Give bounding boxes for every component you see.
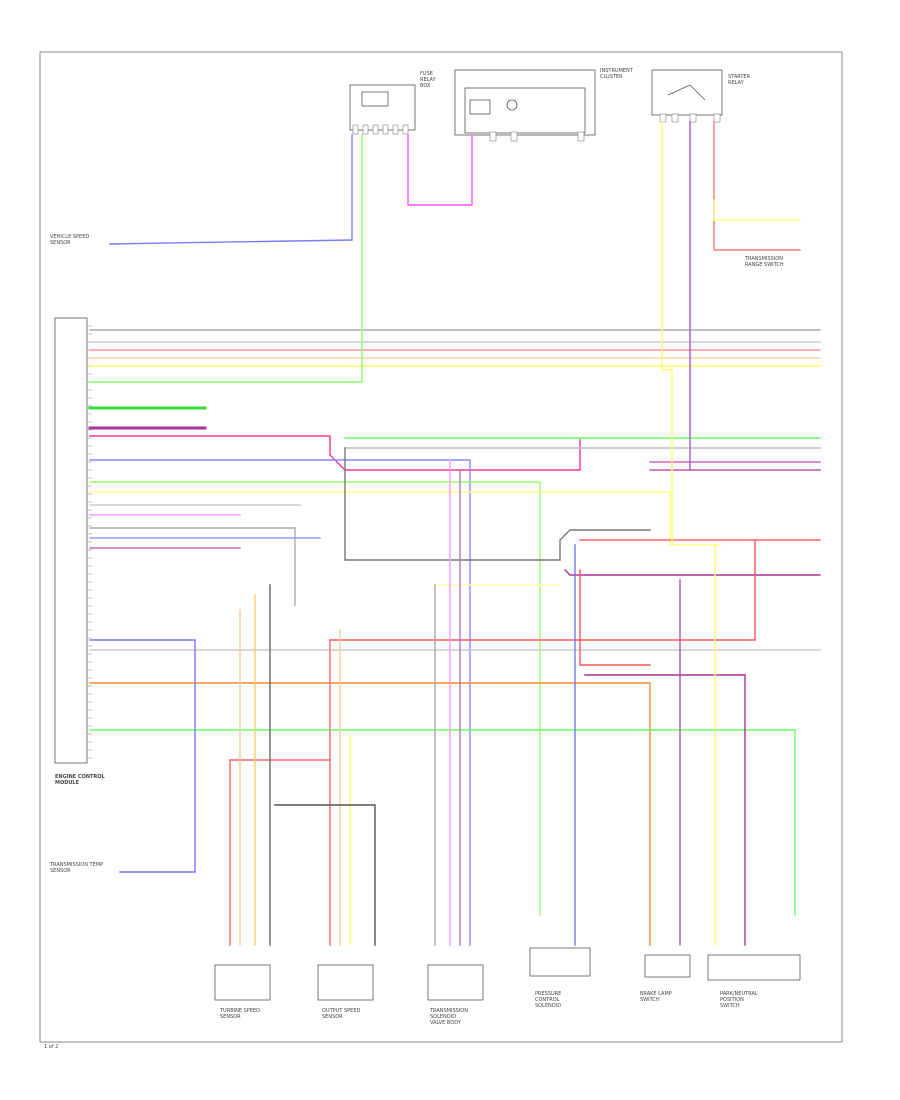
starter-relay-block: STARTER RELAY	[651, 69, 752, 123]
wire-s1-red	[229, 639, 331, 761]
bottom-label-6: PARK/NEUTRAL POSITION SWITCH	[720, 991, 759, 1009]
wire-speed-sensor	[109, 134, 353, 245]
bottom-label-5: BRAKE LAMP SWITCH	[640, 991, 673, 1003]
solenoid-body-box	[427, 964, 484, 1001]
wire-green-2	[89, 481, 541, 916]
wire-relay-yellow2	[713, 199, 801, 221]
wire-green-top	[89, 134, 363, 383]
pnp-switch-box	[707, 954, 801, 981]
bottom-label-2: OUTPUT SPEED SENSOR	[322, 1008, 362, 1020]
turbine-speed-sensor-box	[214, 964, 271, 1001]
ecm-caption: ENGINE CONTROL MODULE	[55, 774, 106, 786]
wire-darkgray	[344, 447, 651, 561]
wire-green-low	[89, 729, 796, 916]
bottom-components: TURBINE SPEED SENSOR OUTPUT SPEED SENSOR…	[214, 947, 801, 1026]
bottom-label-4: PRESSURE CONTROL SOLENOID	[535, 991, 563, 1009]
wire-red-long	[329, 539, 756, 641]
wire-pink	[89, 435, 581, 471]
page-code: 1 of 2	[44, 1044, 58, 1050]
wire-relay-yellow	[661, 121, 673, 546]
bottom-label-1: TURBINE SPEED SENSOR	[219, 1008, 262, 1020]
bottom-label-3: TRANSMISSION SOLENOID VALVE BODY	[429, 1008, 470, 1026]
output-speed-sensor-box	[317, 964, 374, 1001]
diagram-frame	[39, 51, 843, 1043]
wire-blue-mid	[89, 459, 471, 946]
wire-purple-bottom	[584, 674, 746, 946]
instrument-cluster-label: INSTRUMENT CLUSTER	[600, 68, 634, 80]
trans-temp-caption: TRANSMISSION TEMP SENSOR	[49, 862, 105, 874]
ecm-connector: ENGINE CONTROL MODULE	[54, 317, 106, 786]
wire-harness	[88, 121, 821, 946]
brake-switch-box	[644, 954, 691, 978]
top-fuse-label: FUSE RELAY BOX	[420, 71, 437, 89]
wire-relay-red	[713, 121, 801, 251]
right-note: TRANSMISSION RANGE SWITCH	[744, 256, 785, 268]
wire-fuse-pink	[407, 134, 473, 206]
wire-blue-temp	[89, 639, 196, 873]
wire-gray-3	[89, 527, 296, 606]
wire-purple-right	[564, 569, 821, 576]
instrument-cluster-block: INSTRUMENT CLUSTER	[454, 68, 634, 142]
wire-s2-d	[274, 804, 376, 946]
top-fuse-box: FUSE RELAY BOX	[349, 71, 437, 135]
wire-orange	[89, 682, 651, 946]
pressure-solenoid-box	[529, 947, 591, 977]
wire-red-bottom-5	[579, 569, 651, 666]
speed-sensor-caption: VEHICLE SPEED SENSOR	[50, 234, 91, 246]
starter-relay-label: STARTER RELAY	[728, 74, 752, 86]
wire-yellow-2	[89, 491, 721, 546]
